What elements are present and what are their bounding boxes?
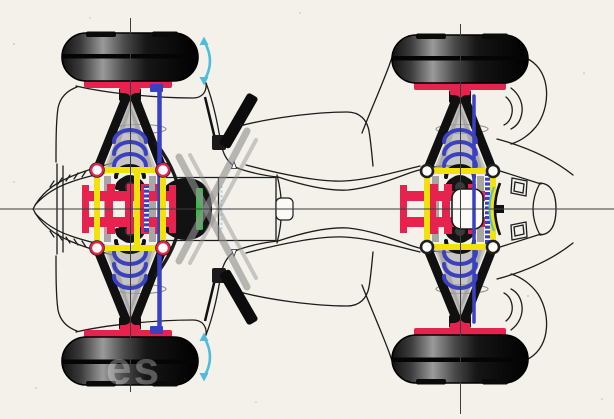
rear-bodywork-outline xyxy=(496,55,574,185)
pivot-joints xyxy=(89,162,501,256)
tilt-arrow-icon xyxy=(199,36,212,86)
watermark-text: es xyxy=(106,342,161,394)
nose-louvers xyxy=(49,170,87,188)
scan-speckles xyxy=(13,12,603,403)
exhaust-vent xyxy=(510,177,528,197)
handlebar-grip xyxy=(203,93,258,150)
centerlines xyxy=(0,18,614,414)
handlebar-beams xyxy=(175,127,258,291)
tail-edge-line xyxy=(496,169,542,185)
upper-wishbone xyxy=(422,95,498,176)
